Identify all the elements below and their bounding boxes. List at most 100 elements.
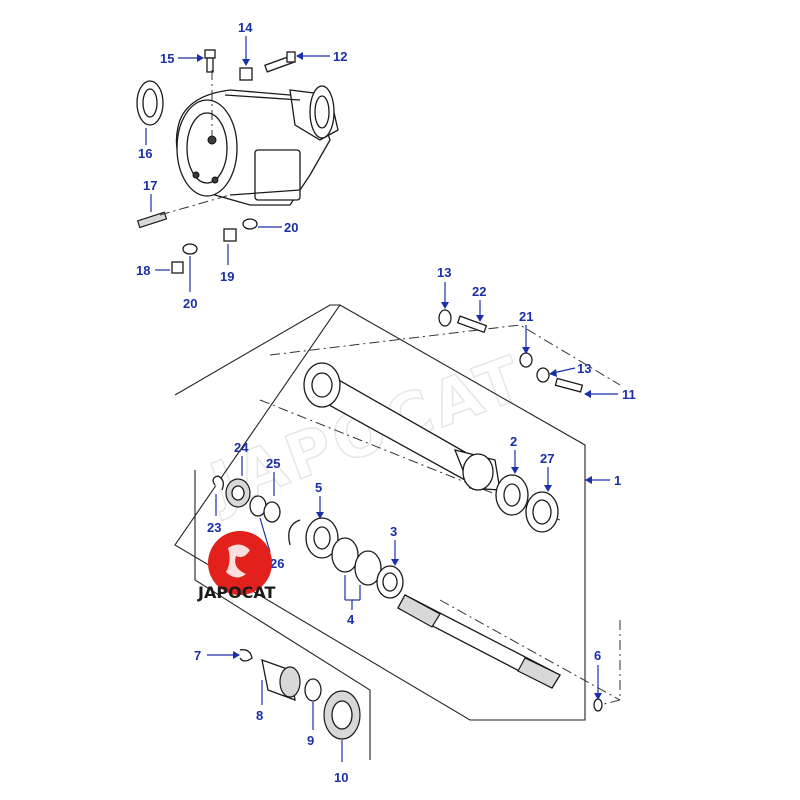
callout-6[interactable]: 6 [594, 648, 602, 700]
plug-19 [223, 228, 237, 242]
svg-text:26: 26 [270, 556, 284, 571]
callout-7[interactable]: 7 [194, 648, 240, 663]
callout-5[interactable]: 5 [315, 480, 324, 519]
drain-plug-18 [171, 261, 184, 274]
svg-text:10: 10 [334, 770, 348, 785]
washer-13a [438, 309, 452, 327]
callout-27[interactable]: 27 [540, 451, 554, 492]
svg-text:5: 5 [315, 480, 322, 495]
svg-text:27: 27 [540, 451, 554, 466]
svg-text:13: 13 [437, 265, 451, 280]
drive-shaft [397, 594, 561, 689]
svg-text:9: 9 [307, 733, 314, 748]
sub-frame [194, 470, 371, 760]
svg-text:16: 16 [138, 146, 152, 161]
shims-4 [331, 537, 382, 586]
bearing-9 [304, 678, 322, 702]
washer-25 [249, 495, 281, 523]
callout-8[interactable]: 8 [256, 680, 263, 723]
callout-23[interactable]: 23 [207, 494, 221, 535]
japocat-logo: JAPOCAT [197, 531, 276, 602]
gear-24 [225, 478, 251, 508]
circlip-23 [212, 475, 224, 491]
callout-17[interactable]: 17 [143, 178, 157, 212]
differential-housing [175, 85, 339, 206]
callout-13a[interactable]: 13 [437, 265, 451, 309]
circlip-7 [239, 649, 253, 662]
stud-17 [136, 211, 168, 229]
callout-16[interactable]: 16 [138, 128, 152, 161]
svg-text:20: 20 [284, 220, 298, 235]
bolt-12 [264, 51, 296, 73]
callout-14[interactable]: 14 [238, 20, 253, 66]
callout-20a[interactable]: 20 [183, 256, 197, 311]
callout-15[interactable]: 15 [160, 51, 204, 66]
svg-text:1: 1 [614, 473, 621, 488]
svg-text:18: 18 [136, 263, 150, 278]
svg-text:21: 21 [519, 309, 533, 324]
logo-text: JAPOCAT [197, 583, 276, 602]
callout-4[interactable]: 4 [344, 575, 361, 627]
plug-14 [239, 67, 253, 81]
callout-24[interactable]: 24 [234, 440, 249, 476]
logo-mascot-icon [226, 544, 250, 578]
oil-seal-16 [136, 80, 164, 126]
callout-2[interactable]: 2 [510, 434, 519, 474]
svg-text:19: 19 [220, 269, 234, 284]
callout-20b[interactable]: 20 [258, 220, 298, 235]
callout-12[interactable]: 12 [296, 49, 347, 64]
centerline-right [599, 620, 621, 706]
bolt-22 [456, 315, 488, 334]
axle-tube [303, 362, 501, 491]
svg-text:3: 3 [390, 524, 397, 539]
bearing-5 [305, 517, 339, 559]
svg-text:13: 13 [577, 361, 591, 376]
logo-circle [208, 531, 272, 595]
bolt-11 [554, 377, 584, 393]
callout-22[interactable]: 22 [472, 284, 486, 322]
seal-27 [525, 491, 559, 533]
assembly-frame [174, 304, 586, 721]
callout-21[interactable]: 21 [519, 309, 533, 354]
callout-9[interactable]: 9 [307, 702, 314, 748]
svg-text:23: 23 [207, 520, 221, 535]
callout-3[interactable]: 3 [390, 524, 399, 566]
callout-25[interactable]: 25 [266, 456, 280, 496]
callout-19[interactable]: 19 [220, 244, 234, 284]
gear-10 [323, 690, 361, 740]
svg-text:4: 4 [347, 612, 355, 627]
centerline-upper [269, 324, 621, 386]
snap-ring-26 [288, 519, 301, 546]
gear-8 [261, 659, 301, 701]
callout-26[interactable]: 26 [259, 517, 284, 571]
bearing-2 [495, 474, 529, 516]
assembly-line-17 [159, 194, 231, 216]
callout-10[interactable]: 10 [334, 740, 348, 785]
svg-text:6: 6 [594, 648, 601, 663]
washer-21 [519, 352, 533, 368]
callout-13b[interactable]: 13 [549, 361, 591, 377]
svg-text:11: 11 [622, 387, 636, 402]
circlip-6 [593, 698, 603, 712]
washer-20a [182, 243, 198, 255]
svg-text:7: 7 [194, 648, 201, 663]
washer-13b [536, 367, 550, 383]
spacer-3 [376, 565, 404, 599]
svg-text:22: 22 [472, 284, 486, 299]
svg-text:17: 17 [143, 178, 157, 193]
svg-text:15: 15 [160, 51, 174, 66]
svg-text:2: 2 [510, 434, 517, 449]
washer-20b [242, 218, 258, 230]
callout-18[interactable]: 18 [136, 263, 170, 278]
svg-text:24: 24 [234, 440, 249, 455]
bolt-15 [204, 49, 216, 73]
svg-text:8: 8 [256, 708, 263, 723]
callout-1[interactable]: 1 [585, 473, 621, 488]
svg-text:20: 20 [183, 296, 197, 311]
svg-text:12: 12 [333, 49, 347, 64]
svg-text:14: 14 [238, 20, 253, 35]
svg-text:25: 25 [266, 456, 280, 471]
centerline-lower [439, 599, 621, 701]
callout-11[interactable]: 11 [584, 387, 636, 402]
